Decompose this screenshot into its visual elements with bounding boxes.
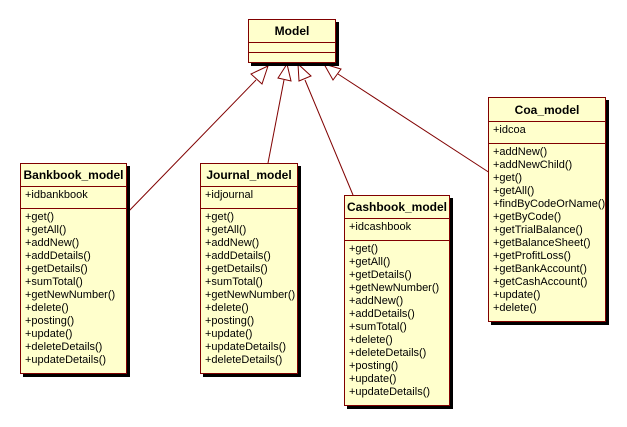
operation: +sumTotal() — [25, 276, 83, 288]
edge-bankbook-model — [126, 79, 257, 214]
cashbook-attributes: +idcashbook — [345, 219, 449, 241]
edge-journal-model — [267, 79, 285, 164]
operation: +getNewNumber() — [349, 282, 440, 294]
class-name-bankbook: Bankbook_model — [21, 164, 126, 187]
operation: +posting() — [349, 360, 399, 372]
operation: +update() — [493, 289, 541, 301]
operation: +deleteDetails() — [205, 354, 283, 366]
operation: +sumTotal() — [205, 276, 263, 288]
class-coa-model[interactable]: Coa_model +idcoa +addNew() +addNewChild(… — [488, 97, 606, 322]
operation: +getNewNumber() — [205, 289, 296, 301]
operation: +getAll() — [493, 185, 535, 197]
arrowhead-journal — [277, 62, 292, 82]
attribute: +idcashbook — [349, 221, 412, 233]
operation: +addNew() — [205, 237, 260, 249]
operation: +getAll() — [25, 224, 67, 236]
operation: +deleteDetails() — [25, 341, 103, 353]
operation: +getAll() — [205, 224, 247, 236]
operation: +addDetails() — [205, 250, 271, 262]
operation: +getNewNumber() — [25, 289, 116, 301]
operation: +get() — [493, 172, 523, 184]
bankbook-operations: +get() +getAll() +addNew() +addDetails()… — [21, 209, 126, 368]
operation: +getTrialBalance() — [493, 224, 583, 236]
arrowhead-bankbook — [250, 65, 269, 85]
attribute: +idcoa — [493, 124, 526, 136]
operation: +getDetails() — [349, 269, 412, 281]
operation: +getCashAccount() — [493, 276, 588, 288]
operation: +getDetails() — [25, 263, 88, 275]
operation: +get() — [25, 211, 55, 223]
class-name-coa: Coa_model — [489, 98, 605, 122]
cashbook-operations: +get() +getAll() +getDetails() +getNewNu… — [345, 241, 449, 400]
model-operations — [249, 53, 335, 62]
operation: +addNew() — [493, 146, 548, 158]
operation: +addNew() — [25, 237, 80, 249]
operation: +updateDetails() — [25, 354, 107, 366]
class-journal-model[interactable]: Journal_model +idjournal +get() +getAll(… — [200, 163, 298, 374]
arrowhead-coa — [322, 63, 342, 81]
operation: +update() — [205, 328, 253, 340]
operation: +delete() — [349, 334, 393, 346]
operation: +deleteDetails() — [349, 347, 427, 359]
bankbook-attributes: +idbankbook — [21, 187, 126, 209]
attribute: +idjournal — [205, 189, 254, 201]
class-model[interactable]: Model — [248, 19, 336, 63]
operation: +addDetails() — [25, 250, 91, 262]
edge-coa-model — [337, 73, 491, 174]
operation: +get() — [349, 243, 379, 255]
operation: +addNewChild() — [493, 159, 573, 171]
operation: +getByCode() — [493, 211, 562, 223]
operation: +findByCodeOrName() — [493, 198, 606, 210]
model-attributes — [249, 43, 335, 53]
operation: +addDetails() — [349, 308, 415, 320]
journal-attributes: +idjournal — [201, 187, 297, 209]
class-name-cashbook: Cashbook_model — [345, 196, 449, 219]
operation: +updateDetails() — [205, 341, 287, 353]
journal-operations: +get() +getAll() +addNew() +addDetails()… — [201, 209, 297, 368]
operation: +delete() — [205, 302, 249, 314]
operation: +delete() — [25, 302, 69, 314]
operation: +posting() — [205, 315, 255, 327]
coa-operations: +addNew() +addNewChild() +get() +getAll(… — [489, 144, 605, 316]
operation: +delete() — [493, 302, 537, 314]
class-bankbook-model[interactable]: Bankbook_model +idbankbook +get() +getAl… — [20, 163, 127, 374]
operation: +update() — [25, 328, 73, 340]
operation: +addNew() — [349, 295, 404, 307]
operation: +getDetails() — [205, 263, 268, 275]
operation: +getProfitLoss() — [493, 250, 571, 262]
operation: +sumTotal() — [349, 321, 407, 333]
operation: +getBankAccount() — [493, 263, 587, 275]
operation: +getAll() — [349, 256, 391, 268]
attribute: +idbankbook — [25, 189, 88, 201]
class-cashbook-model[interactable]: Cashbook_model +idcashbook +get() +getAl… — [344, 195, 450, 406]
operation: +get() — [205, 211, 235, 223]
class-name-model: Model — [249, 20, 335, 43]
operation: +update() — [349, 373, 397, 385]
edge-cashbook-model — [304, 79, 354, 196]
operation: +updateDetails() — [349, 386, 431, 398]
coa-attributes: +idcoa — [489, 122, 605, 144]
class-name-journal: Journal_model — [201, 164, 297, 187]
operation: +getBalanceSheet() — [493, 237, 591, 249]
operation: +posting() — [25, 315, 75, 327]
arrowhead-cashbook — [297, 62, 312, 82]
